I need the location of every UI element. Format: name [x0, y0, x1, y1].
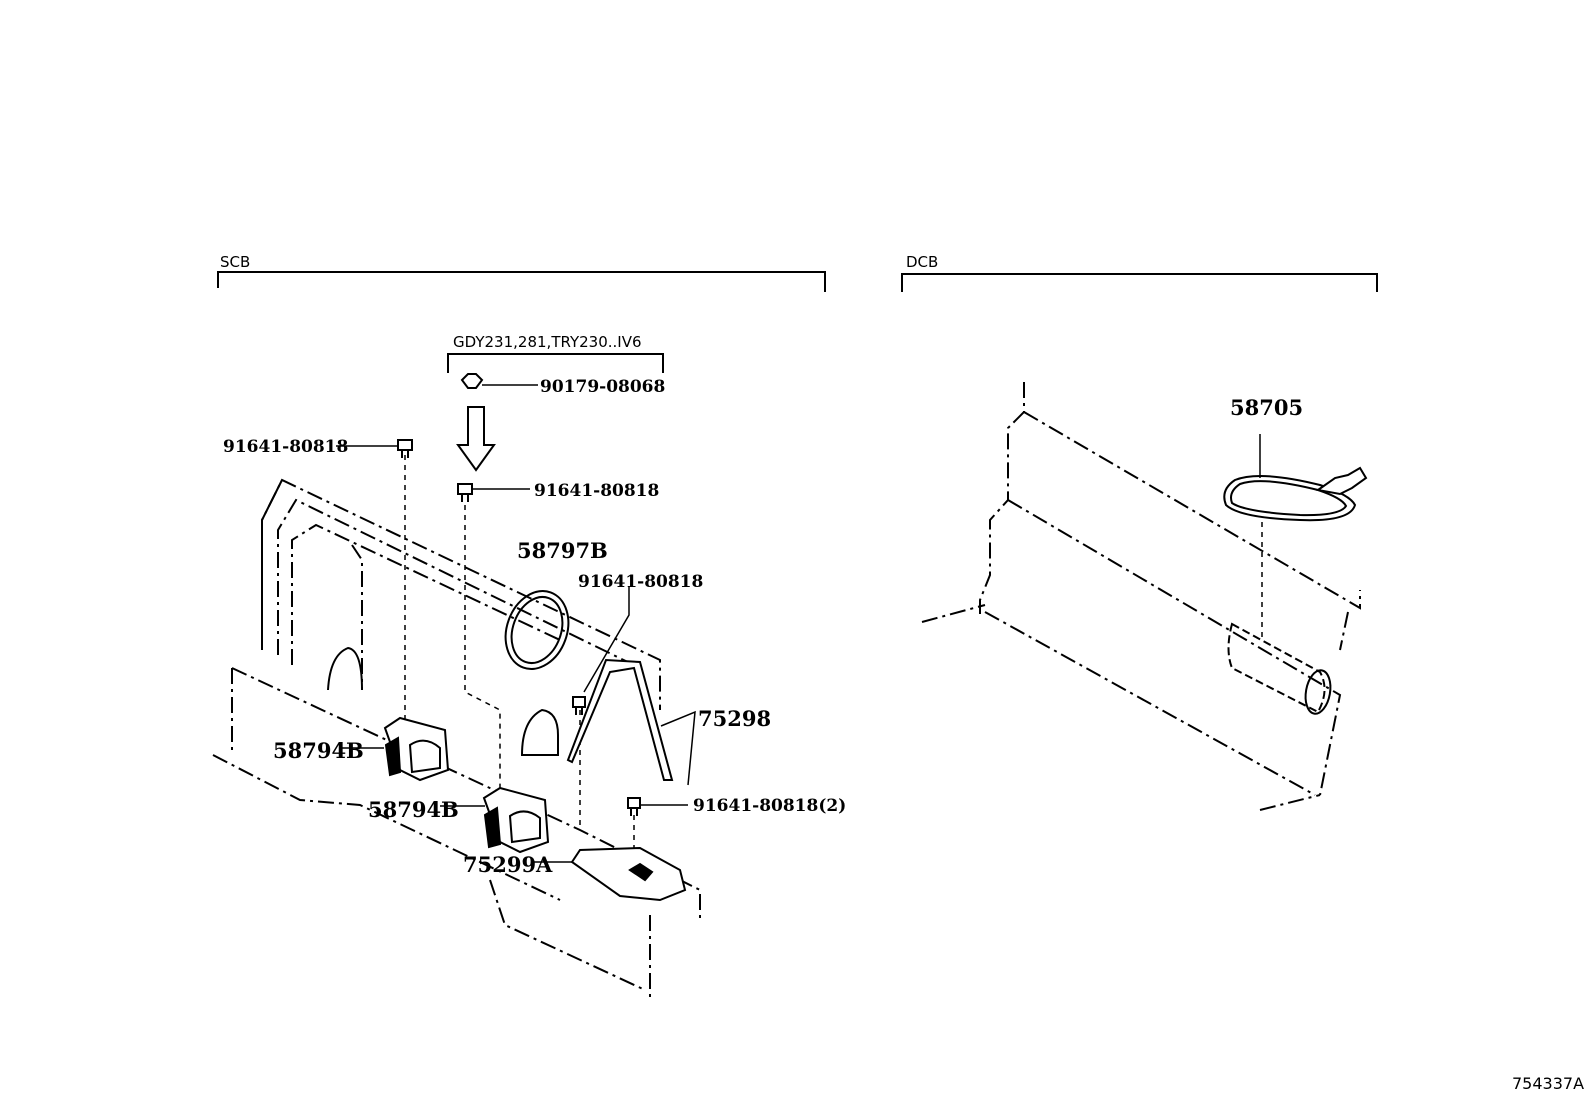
part-number-nut-top[interactable]: 90179-08068	[540, 377, 666, 397]
part-number-cover-upper[interactable]: 58794B	[273, 738, 364, 763]
dcb-bracket	[901, 273, 1378, 292]
part-number-cable[interactable]: 58705	[1230, 395, 1304, 420]
bolt-center	[457, 483, 473, 502]
leader-lines	[336, 384, 1261, 863]
down-arrow-icon	[456, 406, 496, 472]
bolt-left	[397, 439, 413, 458]
fastener-dash-lines	[404, 455, 1263, 848]
cover-58794b-upper-icon	[383, 716, 450, 782]
part-number-bolt-left[interactable]: 91641-80818	[223, 437, 349, 457]
diagram-id: 754337A	[1512, 1074, 1585, 1093]
section-label-dcb: DCB	[906, 253, 939, 271]
nut-90179-08068	[460, 373, 484, 389]
bracket-75299a-icon	[570, 846, 687, 902]
dcb-panel-outline	[921, 382, 1361, 811]
part-number-bracket-75299a[interactable]: 75299A	[463, 852, 553, 877]
part-number-ring[interactable]: 58797B	[517, 538, 608, 563]
part-number-bolt-bottom[interactable]: 91641-80818(2)	[693, 796, 847, 816]
part-number-bolt-right[interactable]: 91641-80818	[578, 572, 704, 592]
subgroup-bracket	[447, 353, 664, 373]
part-number-bolt-center[interactable]: 91641-80818	[534, 481, 660, 501]
part-number-cover-lower[interactable]: 58794B	[368, 797, 459, 822]
section-label-scb: SCB	[220, 253, 251, 271]
scb-bracket	[217, 271, 826, 292]
cover-58794b-lower-icon	[482, 786, 550, 854]
part-number-bracket-75298[interactable]: 75298	[698, 706, 772, 731]
scb-panel-solid	[261, 479, 559, 756]
dcb-cylinder-icon	[1227, 622, 1326, 714]
cable-58705-icon	[1223, 466, 1368, 522]
bolt-right	[572, 696, 586, 715]
bracket-75298-icon	[566, 658, 674, 781]
bolt-bottom	[627, 797, 641, 816]
subgroup-label: GDY231,281,TRY230..IV6	[453, 333, 642, 351]
ring-58797b-icon	[504, 590, 570, 670]
